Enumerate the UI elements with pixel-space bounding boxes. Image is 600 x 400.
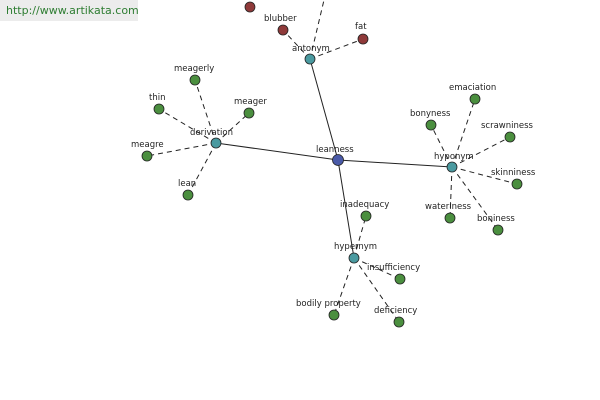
edge-hypernym <box>337 159 355 259</box>
edge-bonyness <box>430 124 453 168</box>
node-lean[interactable] <box>182 189 194 201</box>
label-insufficiency: insufficiency <box>367 263 420 273</box>
node-offscreen[interactable] <box>244 1 256 13</box>
label-bodily-property: bodily property <box>296 299 361 309</box>
label-fat: fat <box>355 22 367 32</box>
edge-hyponym <box>337 159 453 168</box>
node-antonym[interactable] <box>304 53 316 65</box>
label-thin: thin <box>149 93 165 103</box>
label-meagerly: meagerly <box>174 64 214 74</box>
label-boniness: boniness <box>477 214 515 224</box>
edge-derivation <box>215 142 339 161</box>
node-thin[interactable] <box>153 103 165 115</box>
label-hypernym: hypernym <box>334 242 377 252</box>
label-antonym: antonym <box>292 44 330 54</box>
node-deficiency[interactable] <box>393 316 405 328</box>
edge-boniness <box>451 166 499 231</box>
edge-meagre <box>146 142 217 157</box>
edge-antonym-offscreen <box>309 0 325 60</box>
edge-inadequacy <box>353 215 367 259</box>
label-scrawniness: scrawniness <box>481 121 534 131</box>
node-derivation[interactable] <box>210 137 222 149</box>
label-wateriness: wateriness <box>425 202 472 212</box>
node-leanness[interactable] <box>332 154 344 166</box>
node-blubber[interactable] <box>277 24 289 36</box>
edge-bodily_property <box>333 257 355 316</box>
edge-lean <box>187 142 217 196</box>
node-meagre[interactable] <box>141 150 153 162</box>
label-derivation: derivation <box>190 128 233 138</box>
node-hypernym[interactable] <box>348 252 360 264</box>
edge-emaciation <box>451 98 476 168</box>
node-layer <box>141 1 523 328</box>
node-bonyness[interactable] <box>425 119 437 131</box>
edge-scrawniness <box>451 136 511 168</box>
edge-meager <box>215 112 250 144</box>
node-bodily-property[interactable] <box>328 309 340 321</box>
edge-deficiency <box>353 257 400 323</box>
label-bonyness: bonyness <box>410 109 451 119</box>
edge-fat <box>309 38 364 60</box>
label-meagre: meagre <box>131 140 164 150</box>
edge-antonym <box>309 58 339 161</box>
label-skinniness: skinniness <box>491 168 536 178</box>
node-emaciation[interactable] <box>469 93 481 105</box>
node-meagerly[interactable] <box>189 74 201 86</box>
watermark-url: http://www.artikata.com <box>0 0 139 21</box>
edge-skinniness <box>451 166 518 185</box>
node-scrawniness[interactable] <box>504 131 516 143</box>
label-leanness: leanness <box>316 145 354 155</box>
node-boniness[interactable] <box>492 224 504 236</box>
edge-meagerly <box>194 79 217 144</box>
node-fat[interactable] <box>357 33 369 45</box>
label-meager: meager <box>234 97 267 107</box>
node-hyponym[interactable] <box>446 161 458 173</box>
label-lean: lean <box>178 179 196 189</box>
edge-layer <box>146 0 518 323</box>
label-deficiency: deficiency <box>374 306 417 316</box>
label-emaciation: emaciation <box>449 83 496 93</box>
label-layer: blubber fat meagerly thin meager meagre lean em… <box>131 14 536 316</box>
label-blubber: blubber <box>264 14 297 24</box>
label-hyponym: hyponym <box>434 152 474 162</box>
edge-blubber <box>282 29 311 60</box>
node-wateriness[interactable] <box>444 212 456 224</box>
edge-thin <box>158 108 217 144</box>
node-inadequacy[interactable] <box>360 210 372 222</box>
node-insufficiency[interactable] <box>394 273 406 285</box>
node-meager[interactable] <box>243 107 255 119</box>
node-skinniness[interactable] <box>511 178 523 190</box>
label-inadequacy: inadequacy <box>340 200 389 210</box>
